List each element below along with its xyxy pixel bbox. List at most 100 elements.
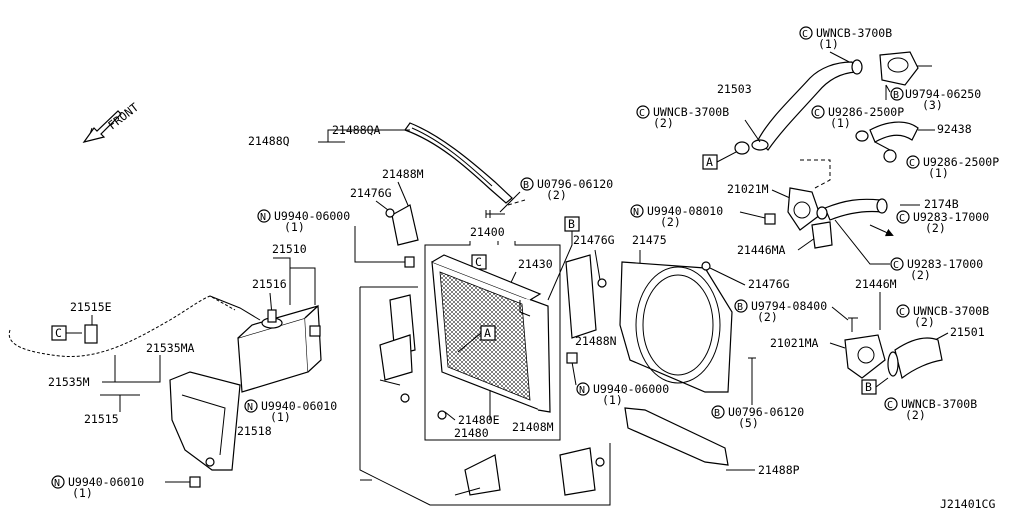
qty-cuwncb-left: (2) — [653, 116, 674, 130]
prefix-c-icon — [896, 210, 910, 224]
qty-cuwncb-r1: (2) — [914, 315, 935, 329]
hose-clamp-icon — [734, 141, 750, 155]
prefix-c-icon — [799, 26, 813, 40]
qty-u0796-top: (2) — [546, 188, 567, 202]
label-cuwncb-left: UWNCB-3700B — [653, 105, 729, 119]
label-2174B: 2174B — [924, 197, 959, 211]
label-21480E: 21480E — [458, 413, 500, 427]
label-21475: 21475 — [632, 233, 667, 247]
qty-cuwncb-top: (1) — [818, 37, 839, 51]
label-21430: 21430 — [518, 257, 553, 271]
qty-b9794-08400: (2) — [757, 310, 778, 324]
label-21503: 21503 — [717, 82, 752, 96]
hose-clamp-icon — [851, 59, 863, 75]
label-21488M: 21488M — [382, 167, 424, 181]
label-21510: 21510 — [272, 242, 307, 256]
label-92438: 92438 — [937, 122, 972, 136]
prefix-n-icon — [257, 209, 271, 223]
prefix-c-icon — [811, 105, 825, 119]
prefix-n-icon — [51, 475, 65, 489]
side-seal-21488N — [565, 254, 597, 339]
prefix-c-mark: C — [909, 158, 915, 169]
mount-bracket-lower-left — [464, 454, 501, 496]
tank-bracket-21518 — [169, 371, 241, 471]
bolt-icon — [885, 84, 891, 100]
prefix-c-mark: C — [639, 108, 645, 119]
callout-b-hose-letter: B — [865, 380, 872, 394]
qty-u0796-bot: (5) — [738, 416, 759, 430]
callout-a-hose-letter: A — [706, 155, 713, 169]
prefix-c-mark: C — [814, 108, 820, 119]
label-n9940-06010-b: U9940-06010 — [68, 475, 144, 489]
qty-c9286-a: (1) — [830, 116, 851, 130]
qty-n9940-06010-a: (1) — [270, 410, 291, 424]
lower-seal-strip-21488P — [624, 407, 729, 466]
overflow-hose-21515 — [8, 295, 236, 358]
label-c9283-b: U9283-17000 — [907, 257, 983, 271]
prefix-c-icon — [884, 397, 898, 411]
front-arrow-icon — [82, 110, 122, 143]
grommet-21476G-b — [597, 278, 607, 288]
callout-b-top-letter: B — [568, 217, 575, 231]
prefix-c-mark: C — [899, 307, 905, 318]
gasket-21446MA — [811, 221, 833, 249]
callout-c-radiator-letter: C — [475, 255, 482, 269]
callout-c-hose-letter: C — [55, 326, 62, 340]
upper-seal-strip — [404, 122, 513, 204]
label-21488QA: 21488QA — [332, 123, 381, 137]
side-seal-21488M — [391, 204, 419, 246]
qty-n9940-06010-b: (1) — [72, 486, 93, 500]
prefix-n-mark: N — [54, 478, 60, 489]
label-u0796-bot: U0796-06120 — [728, 405, 804, 419]
nut-icon — [566, 352, 578, 364]
qty-b9794-06250: (3) — [922, 98, 943, 112]
prefix-b-mark: B — [523, 180, 529, 191]
prefix-c-icon — [896, 304, 910, 318]
label-21400: 21400 — [470, 225, 505, 239]
prefix-n-mark: N — [247, 402, 253, 413]
hose-clamp-icon — [876, 198, 888, 214]
label-n9940-06000-b: U9940-06000 — [593, 382, 669, 396]
label-21408M: 21408M — [512, 420, 554, 434]
hose-clamp-icon — [816, 206, 828, 220]
label-b9794-06250: U9794-06250 — [905, 87, 981, 101]
prefix-b-icon — [711, 405, 725, 419]
label-n9940-06000-a: U9940-06000 — [274, 209, 350, 223]
label-21480: 21480 — [454, 426, 489, 440]
callout-a-radiator-letter: A — [484, 326, 491, 340]
hose-clamp-icon — [751, 139, 769, 151]
prefix-c-mark: C — [887, 400, 893, 411]
label-21488P: 21488P — [758, 463, 800, 477]
label-21515E: 21515E — [70, 300, 112, 314]
diagram-id: J21401CG — [940, 497, 995, 511]
label-cuwncb-r2: UWNCB-3700B — [901, 397, 977, 411]
prefix-b-icon — [890, 87, 904, 101]
prefix-b-mark: B — [893, 90, 899, 101]
label-21476G-b: 21476G — [573, 233, 615, 247]
qty-n9940-08010: (2) — [660, 215, 681, 229]
label-c9283-a: U9283-17000 — [913, 210, 989, 224]
nut-icon — [764, 213, 776, 225]
qty-cuwncb-r2: (2) — [905, 408, 926, 422]
water-inlet-21021MA — [844, 334, 886, 379]
nut-icon — [404, 256, 415, 268]
hose-clamp-icon — [883, 149, 897, 163]
qty-c9283-a: (2) — [925, 221, 946, 235]
label-b9794-08400: U9794-08400 — [751, 299, 827, 313]
label-c9286-a: U9286-2500P — [828, 105, 904, 119]
qty-n9940-06000-b: (1) — [602, 393, 623, 407]
label-21501: 21501 — [950, 325, 985, 339]
bolt-icon — [848, 317, 858, 332]
prefix-n-mark: N — [633, 207, 639, 218]
thermostat-housing — [879, 51, 919, 86]
label-cuwncb-r1: UWNCB-3700B — [913, 304, 989, 318]
grommet-21476G-c — [701, 261, 711, 271]
label-21488Q: 21488Q — [248, 134, 290, 148]
tank-nut-icon — [309, 325, 321, 337]
prefix-c-mark: C — [802, 29, 808, 40]
drain-plug-icon — [437, 410, 447, 420]
nut-icon — [189, 476, 201, 488]
bracket-bolt-icon — [205, 457, 215, 467]
mount-bracket-lower-right — [559, 447, 596, 496]
